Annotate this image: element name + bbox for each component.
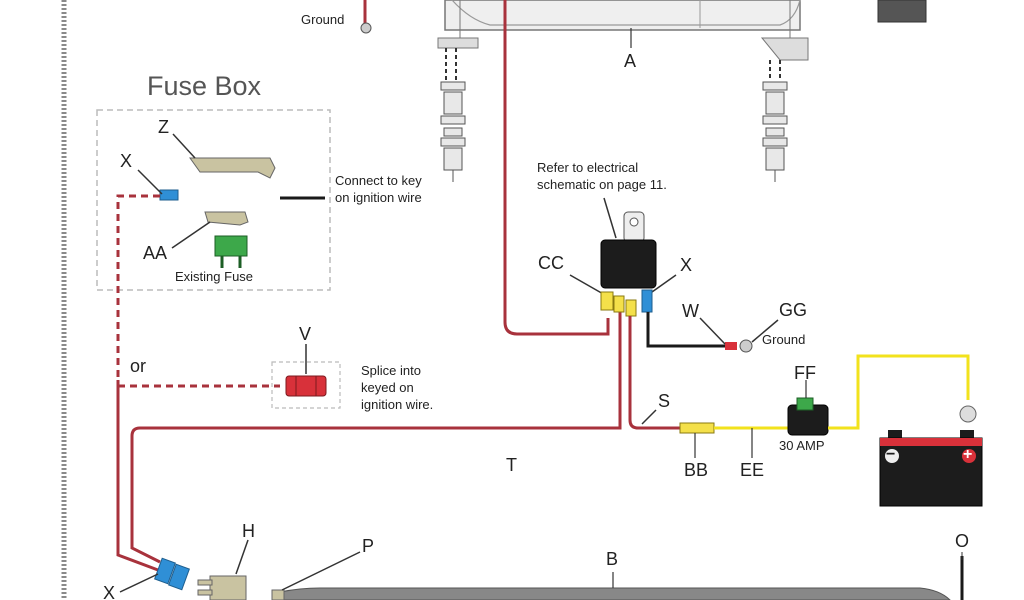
label-aa: AA (143, 243, 168, 263)
ground-label-right: Ground (762, 332, 806, 347)
battery-plus-sign: + (963, 446, 973, 463)
mounting-foot-right (760, 0, 809, 61)
fuse-tap-aa (204, 211, 249, 226)
butt-connector-bb (679, 422, 715, 434)
leader-cc (569, 274, 606, 296)
label-cc: CC (538, 253, 564, 273)
fuse-holder-ff (787, 397, 829, 436)
label-x-bottom: X (103, 583, 116, 600)
label-h: H (242, 521, 255, 541)
plug-h (197, 575, 247, 600)
battery-minus-sign: − (886, 446, 896, 463)
bolt-stack-left (440, 81, 466, 182)
leader-h (235, 539, 249, 575)
or-label: or (130, 356, 147, 376)
fuse-box-title: Fuse Box (147, 71, 262, 101)
label-b: B (606, 549, 619, 569)
control-box (877, 0, 927, 23)
label-x-fuse: X (120, 151, 133, 171)
leader-x-bottom (119, 573, 159, 593)
wire-s (628, 316, 680, 430)
mounting-foot-left (437, 0, 479, 49)
leader-x-relay (651, 274, 677, 293)
fuse-box-outline (96, 109, 331, 291)
leader-aa (171, 221, 211, 249)
label-v: V (299, 324, 312, 344)
label-z: Z (158, 117, 169, 137)
ground-terminal-w (725, 342, 737, 350)
relay-yellow-terminals (600, 291, 637, 317)
winch-drum-b (279, 587, 951, 600)
ground-bolt-gg (739, 339, 753, 353)
leader-gg (751, 319, 779, 343)
splice-note: Splice into keyed on ignition wire. (361, 363, 434, 412)
wire-ground-relay (646, 312, 725, 348)
label-gg: GG (779, 300, 808, 320)
blue-connector-x-fuse (159, 189, 179, 201)
fuse-tap-z (189, 157, 276, 179)
label-a: A (624, 51, 637, 71)
winch-motor (444, 0, 801, 31)
leader-relay-note (603, 197, 617, 239)
wire-yellow-battery (828, 354, 970, 430)
leader-w (699, 317, 726, 345)
label-s: S (658, 391, 671, 411)
leader-p (281, 551, 361, 591)
wire-t (130, 300, 622, 564)
label-w: W (682, 301, 699, 321)
label-o: O (955, 531, 970, 551)
wire-red-motor (503, 0, 610, 336)
connect-key-note: Connect to key on ignition wire (335, 173, 422, 205)
leader-x-fuse (137, 169, 163, 195)
relay-blue-terminal (641, 289, 653, 313)
label-p: P (362, 536, 375, 556)
blue-connectors-x-bottom (154, 557, 190, 591)
wire-fuse-dashed (116, 194, 160, 380)
bolt-stack-right (762, 81, 788, 182)
battery-ring-terminal (959, 405, 977, 423)
fuse-rating-label: 30 AMP (779, 438, 825, 453)
battery (879, 430, 983, 507)
label-t: T (506, 455, 517, 475)
wire-red-left (116, 380, 159, 572)
relay-cc (600, 211, 657, 289)
plug-p (271, 589, 285, 600)
label-ff: FF (794, 363, 816, 383)
label-x-relay: X (680, 255, 693, 275)
relay-schematic-note: Refer to electrical schematic on page 11… (537, 160, 667, 192)
ground-terminal-top (360, 22, 372, 34)
leader-s (641, 409, 657, 425)
existing-fuse-label: Existing Fuse (175, 269, 254, 284)
ground-label-top: Ground (301, 12, 345, 27)
label-ee: EE (740, 460, 765, 480)
leader-z (172, 133, 196, 159)
splice-connector-v (285, 375, 327, 397)
label-bb: BB (684, 460, 709, 480)
existing-fuse (214, 235, 248, 268)
splice-outline (271, 361, 341, 409)
